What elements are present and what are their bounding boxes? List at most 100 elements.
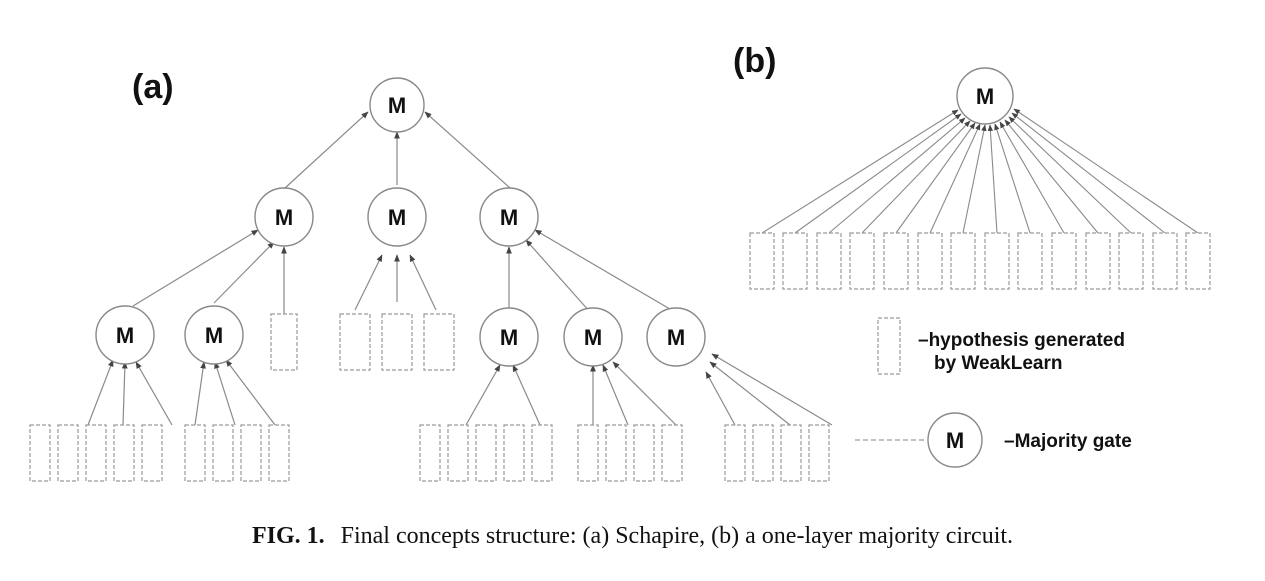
legend: –hypothesis generated by WeakLearn M –Ma… [855,317,1132,468]
edge-leaf-10 [602,364,629,426]
hypothesis-box [29,424,51,482]
edge-leaf-13 [709,361,791,426]
legend-majority-gate: M [927,412,983,468]
hypothesis-box [381,313,413,371]
caption-text: Final concepts structure: (a) Schapire, … [340,523,1014,549]
hypothesis-box [1017,232,1043,290]
svg-text:M: M [116,323,134,348]
caption-figure-number: FIG. 1. [251,523,325,549]
majority-gate-l3-5: M [646,307,706,367]
hypothesis-box [782,232,808,290]
hypothesis-box [808,424,830,482]
hypothesis-box [531,424,553,482]
svg-text:M: M [584,325,602,350]
hypothesis-box [423,313,455,371]
hypothesis-box [883,232,909,290]
edge-leaf-8 [512,364,541,426]
edge-l3-1-l2-1 [132,229,259,307]
hypothesis-box [724,424,746,482]
hypothesis-box [184,424,206,482]
hypothesis-box [1152,232,1178,290]
edge-b-6 [929,123,981,234]
hypothesis-box [57,424,79,482]
legend-hypothesis-line1: –hypothesis generated [918,330,1125,351]
majority-gate-l3-1: M [95,305,155,365]
svg-text:M: M [205,323,223,348]
hypothesis-box [1185,232,1211,290]
edge-b-12 [1008,116,1132,234]
edge-b-13 [1011,112,1166,234]
hypothesis-box [268,424,290,482]
edge-leaf-7 [465,364,501,426]
leaf-hypothesis-rows [29,424,830,482]
edge-b-11 [1004,119,1099,234]
hypothesis-box [475,424,497,482]
edge-b-1 [761,109,959,234]
svg-text:M: M [667,325,685,350]
edge-b-3 [828,117,966,234]
edge-leaf-11 [612,361,677,426]
hypothesis-box [1085,232,1111,290]
edge-b-4 [861,120,971,234]
hypothesis-row-b [749,232,1211,290]
hypothesis-box [240,424,262,482]
legend-hypothesis-box [877,317,901,375]
hypothesis-box [212,424,234,482]
hypothesis-box [270,313,298,371]
svg-text:M: M [500,205,518,230]
edge-leaf-5 [214,361,236,426]
edge-leaf-6 [225,359,276,426]
hypothesis-box [141,424,163,482]
edge-boxa-l2-2 [354,254,383,311]
svg-text:M: M [500,325,518,350]
hypothesis-box [780,424,802,482]
fanin-edges [761,108,1199,234]
hypothesis-box [605,424,627,482]
hypothesis-box [577,424,599,482]
hypothesis-box [633,424,655,482]
hypothesis-boxes-a [270,313,455,371]
majority-gate-l2-2: M [367,187,427,247]
hypothesis-box [85,424,107,482]
edge-leaf-4 [194,361,206,426]
hypothesis-box [447,424,469,482]
tree-edges [87,111,833,426]
hypothesis-box [1051,232,1077,290]
edge-b-2 [794,113,962,234]
hypothesis-box [1118,232,1144,290]
hypothesis-box [339,313,371,371]
majority-gate-l3-4: M [563,307,623,367]
majority-gate-root: M [369,77,425,133]
legend-hypothesis-line2: by WeakLearn [934,353,1062,374]
hypothesis-box [917,232,943,290]
hypothesis-box [752,424,774,482]
hypothesis-box [749,232,775,290]
edge-l3-2-l2-1 [213,241,275,304]
hypothesis-box [661,424,683,482]
edge-b-5 [895,122,976,234]
hypothesis-box [113,424,135,482]
svg-text:M: M [388,93,406,118]
hypothesis-box [950,232,976,290]
svg-text:M: M [388,205,406,230]
edge-l3-5-l2-3 [534,229,676,313]
edge-l3-4-l2-3 [525,239,591,313]
edge-leaf-12 [705,371,736,426]
edge-b-8 [987,124,998,234]
panel-label-a: (a) [132,68,174,106]
majority-gate-l2-3: M [479,187,539,247]
edge-leaf-1 [87,359,114,426]
svg-text:M: M [976,84,994,109]
hypothesis-box [419,424,441,482]
edge-leaf-14 [711,353,833,426]
svg-text:M: M [946,428,964,453]
edge-boxc-l2-2 [409,254,437,311]
majority-gate-l2-1: M [254,187,314,247]
hypothesis-box [849,232,875,290]
edge-b-14 [1013,108,1199,234]
edge-b-7 [962,124,987,234]
tree-gates: M M M M M M M M [95,77,706,367]
panel-label-b: (b) [733,42,776,80]
